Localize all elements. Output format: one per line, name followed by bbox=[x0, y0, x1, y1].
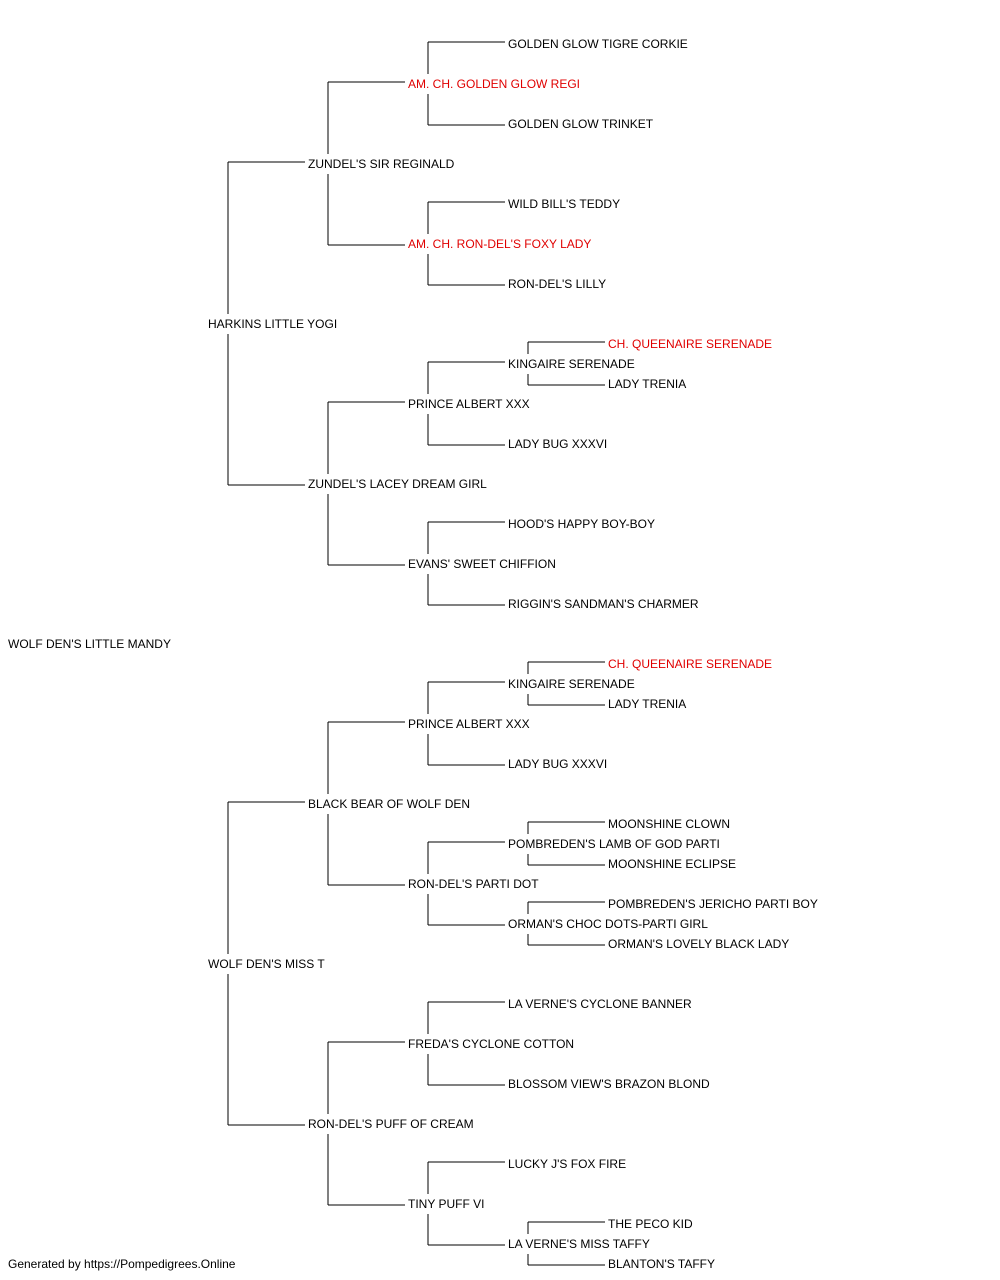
ancestor-name[interactable]: LADY TRENIA bbox=[608, 377, 686, 391]
generation-1: WOLF DEN'S LITTLE MANDY bbox=[8, 637, 171, 651]
ancestor-name[interactable]: RON-DEL'S LILLY bbox=[508, 277, 606, 291]
ancestor-name[interactable]: LUCKY J'S FOX FIRE bbox=[508, 1157, 626, 1171]
ancestor-name[interactable]: KINGAIRE SERENADE bbox=[508, 677, 635, 691]
ancestor-name[interactable]: LA VERNE'S MISS TAFFY bbox=[508, 1237, 650, 1251]
ancestor-name[interactable]: ORMAN'S LOVELY BLACK LADY bbox=[608, 937, 789, 951]
ancestor-name[interactable]: LADY TRENIA bbox=[608, 697, 686, 711]
sire-dam-name[interactable]: ZUNDEL'S LACEY DREAM GIRL bbox=[308, 477, 487, 491]
ancestor-name[interactable]: POMBREDEN'S JERICHO PARTI BOY bbox=[608, 897, 818, 911]
ancestor-name[interactable]: GOLDEN GLOW TRINKET bbox=[508, 117, 654, 131]
ancestor-name[interactable]: RIGGIN'S SANDMAN'S CHARMER bbox=[508, 597, 699, 611]
dam-sire-name[interactable]: BLACK BEAR OF WOLF DEN bbox=[308, 797, 470, 811]
subject-name[interactable]: WOLF DEN'S LITTLE MANDY bbox=[8, 637, 171, 651]
ancestor-name[interactable]: MOONSHINE ECLIPSE bbox=[608, 857, 736, 871]
sire-name[interactable]: HARKINS LITTLE YOGI bbox=[208, 317, 337, 331]
dam-dam-name[interactable]: RON-DEL'S PUFF OF CREAM bbox=[308, 1117, 474, 1131]
ancestor-name[interactable]: HOOD'S HAPPY BOY-BOY bbox=[508, 517, 655, 531]
generation-4: AM. CH. GOLDEN GLOW REGI AM. CH. RON-DEL… bbox=[408, 77, 591, 1211]
ancestor-name[interactable]: RON-DEL'S PARTI DOT bbox=[408, 877, 539, 891]
ancestor-name-champion[interactable]: AM. CH. GOLDEN GLOW REGI bbox=[408, 77, 580, 91]
dam-name[interactable]: WOLF DEN'S MISS T bbox=[208, 957, 325, 971]
connector-lines bbox=[227, 41, 605, 1266]
ancestor-name[interactable]: WILD BILL'S TEDDY bbox=[508, 197, 620, 211]
generation-2: HARKINS LITTLE YOGI WOLF DEN'S MISS T bbox=[208, 317, 337, 971]
ancestor-name[interactable]: TINY PUFF VI bbox=[408, 1197, 484, 1211]
ancestor-name[interactable]: KINGAIRE SERENADE bbox=[508, 357, 635, 371]
generated-by-footer: Generated by https://Pompedigrees.Online bbox=[8, 1257, 236, 1271]
ancestor-name[interactable]: FREDA'S CYCLONE COTTON bbox=[408, 1037, 574, 1051]
generation-6: CH. QUEENAIRE SERENADE LADY TRENIA CH. Q… bbox=[608, 337, 818, 1271]
ancestor-name[interactable]: LADY BUG XXXVI bbox=[508, 437, 607, 451]
sire-sire-name[interactable]: ZUNDEL'S SIR REGINALD bbox=[308, 157, 455, 171]
ancestor-name-champion[interactable]: AM. CH. RON-DEL'S FOXY LADY bbox=[408, 237, 591, 251]
ancestor-name[interactable]: ORMAN'S CHOC DOTS-PARTI GIRL bbox=[508, 917, 708, 931]
ancestor-name[interactable]: PRINCE ALBERT XXX bbox=[408, 717, 530, 731]
ancestor-name[interactable]: MOONSHINE CLOWN bbox=[608, 817, 730, 831]
ancestor-name[interactable]: THE PECO KID bbox=[608, 1217, 693, 1231]
ancestor-name[interactable]: LA VERNE'S CYCLONE BANNER bbox=[508, 997, 692, 1011]
ancestor-name-champion[interactable]: CH. QUEENAIRE SERENADE bbox=[608, 337, 772, 351]
ancestor-name[interactable]: EVANS' SWEET CHIFFION bbox=[408, 557, 556, 571]
generation-5: GOLDEN GLOW TIGRE CORKIE GOLDEN GLOW TRI… bbox=[508, 37, 720, 1251]
ancestor-name[interactable]: GOLDEN GLOW TIGRE CORKIE bbox=[508, 37, 688, 51]
ancestor-name-champion[interactable]: CH. QUEENAIRE SERENADE bbox=[608, 657, 772, 671]
ancestor-name[interactable]: LADY BUG XXXVI bbox=[508, 757, 607, 771]
ancestor-name[interactable]: BLANTON'S TAFFY bbox=[608, 1257, 715, 1271]
ancestor-name[interactable]: PRINCE ALBERT XXX bbox=[408, 397, 530, 411]
generation-3: ZUNDEL'S SIR REGINALD ZUNDEL'S LACEY DRE… bbox=[308, 157, 487, 1131]
ancestor-name[interactable]: POMBREDEN'S LAMB OF GOD PARTI bbox=[508, 837, 720, 851]
ancestor-name[interactable]: BLOSSOM VIEW'S BRAZON BLOND bbox=[508, 1077, 710, 1091]
